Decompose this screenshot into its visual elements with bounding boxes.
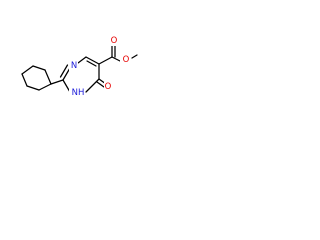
pyrimidinone-ring [50,56,100,93]
o-ester-label: O [123,55,130,65]
o-carbonyl-label: O [105,82,112,92]
atom-o-ester-carbonyl: O [109,36,119,46]
atom-o-ester: O [120,54,130,65]
atom-n-top: N [69,61,78,71]
atom-nh: NH [69,88,85,98]
atom-o-carbonyl: O [104,82,113,92]
o-ester-carbonyl-label: O [111,36,118,46]
nh-label: NH [72,88,85,98]
chemical-structure: N NH O O O [21,36,138,98]
cyclopentyl-ring [21,65,52,91]
methyl-ester [98,45,138,65]
n-top-label: N [71,61,77,71]
